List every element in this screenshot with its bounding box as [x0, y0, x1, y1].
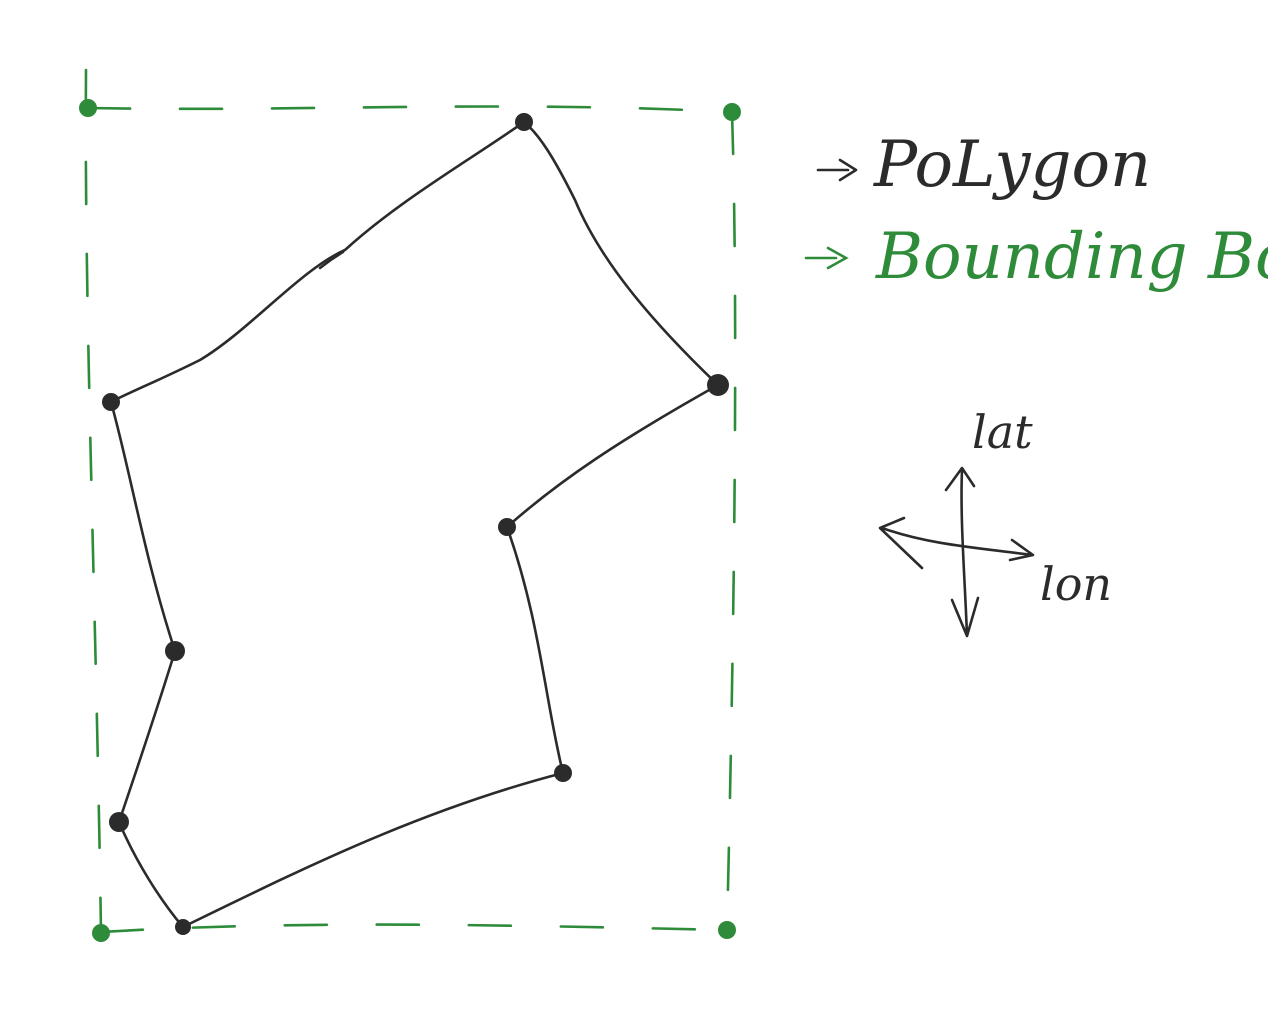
polygon-vertex — [175, 919, 191, 935]
polygon-vertex — [109, 812, 129, 832]
bounding-box-right-edge — [725, 110, 737, 932]
polygon — [102, 113, 729, 935]
bounding-box-bottom-edge — [99, 923, 729, 934]
lon-label: lon — [1040, 557, 1112, 611]
bounding-box-corner-bottom-left — [92, 924, 110, 942]
lat-axis-arrow — [944, 466, 980, 638]
bounding-box-left-edge — [84, 68, 103, 934]
lat-lon-axes: lat lon — [878, 405, 1112, 638]
polygon-vertex — [707, 374, 729, 396]
polygon-vertex — [102, 393, 120, 411]
polygon-vertex — [515, 113, 533, 131]
bounding-box-legend-arrow — [804, 246, 849, 270]
polygon-outline — [109, 120, 720, 929]
bounding-box-top-edge — [86, 105, 734, 114]
lat-label: lat — [972, 405, 1033, 459]
polygon-vertex — [498, 518, 516, 536]
polygon-legend-arrow — [816, 158, 858, 182]
polygon-stroke-artifact — [318, 250, 345, 270]
bounding-box-corner-top-left — [79, 99, 97, 117]
bounding-box-corner-top-right — [723, 103, 741, 121]
polygon-legend-label: PoLygon — [873, 128, 1151, 202]
lon-axis-arrow — [878, 516, 1035, 570]
legend: PoLygon Bounding Box — [804, 128, 1268, 294]
polygon-vertex — [554, 764, 572, 782]
bounding-box — [79, 68, 741, 942]
polygon-vertex — [165, 641, 185, 661]
bounding-box-corner-bottom-right — [718, 921, 736, 939]
bounding-box-legend-label: Bounding Box — [875, 220, 1268, 294]
